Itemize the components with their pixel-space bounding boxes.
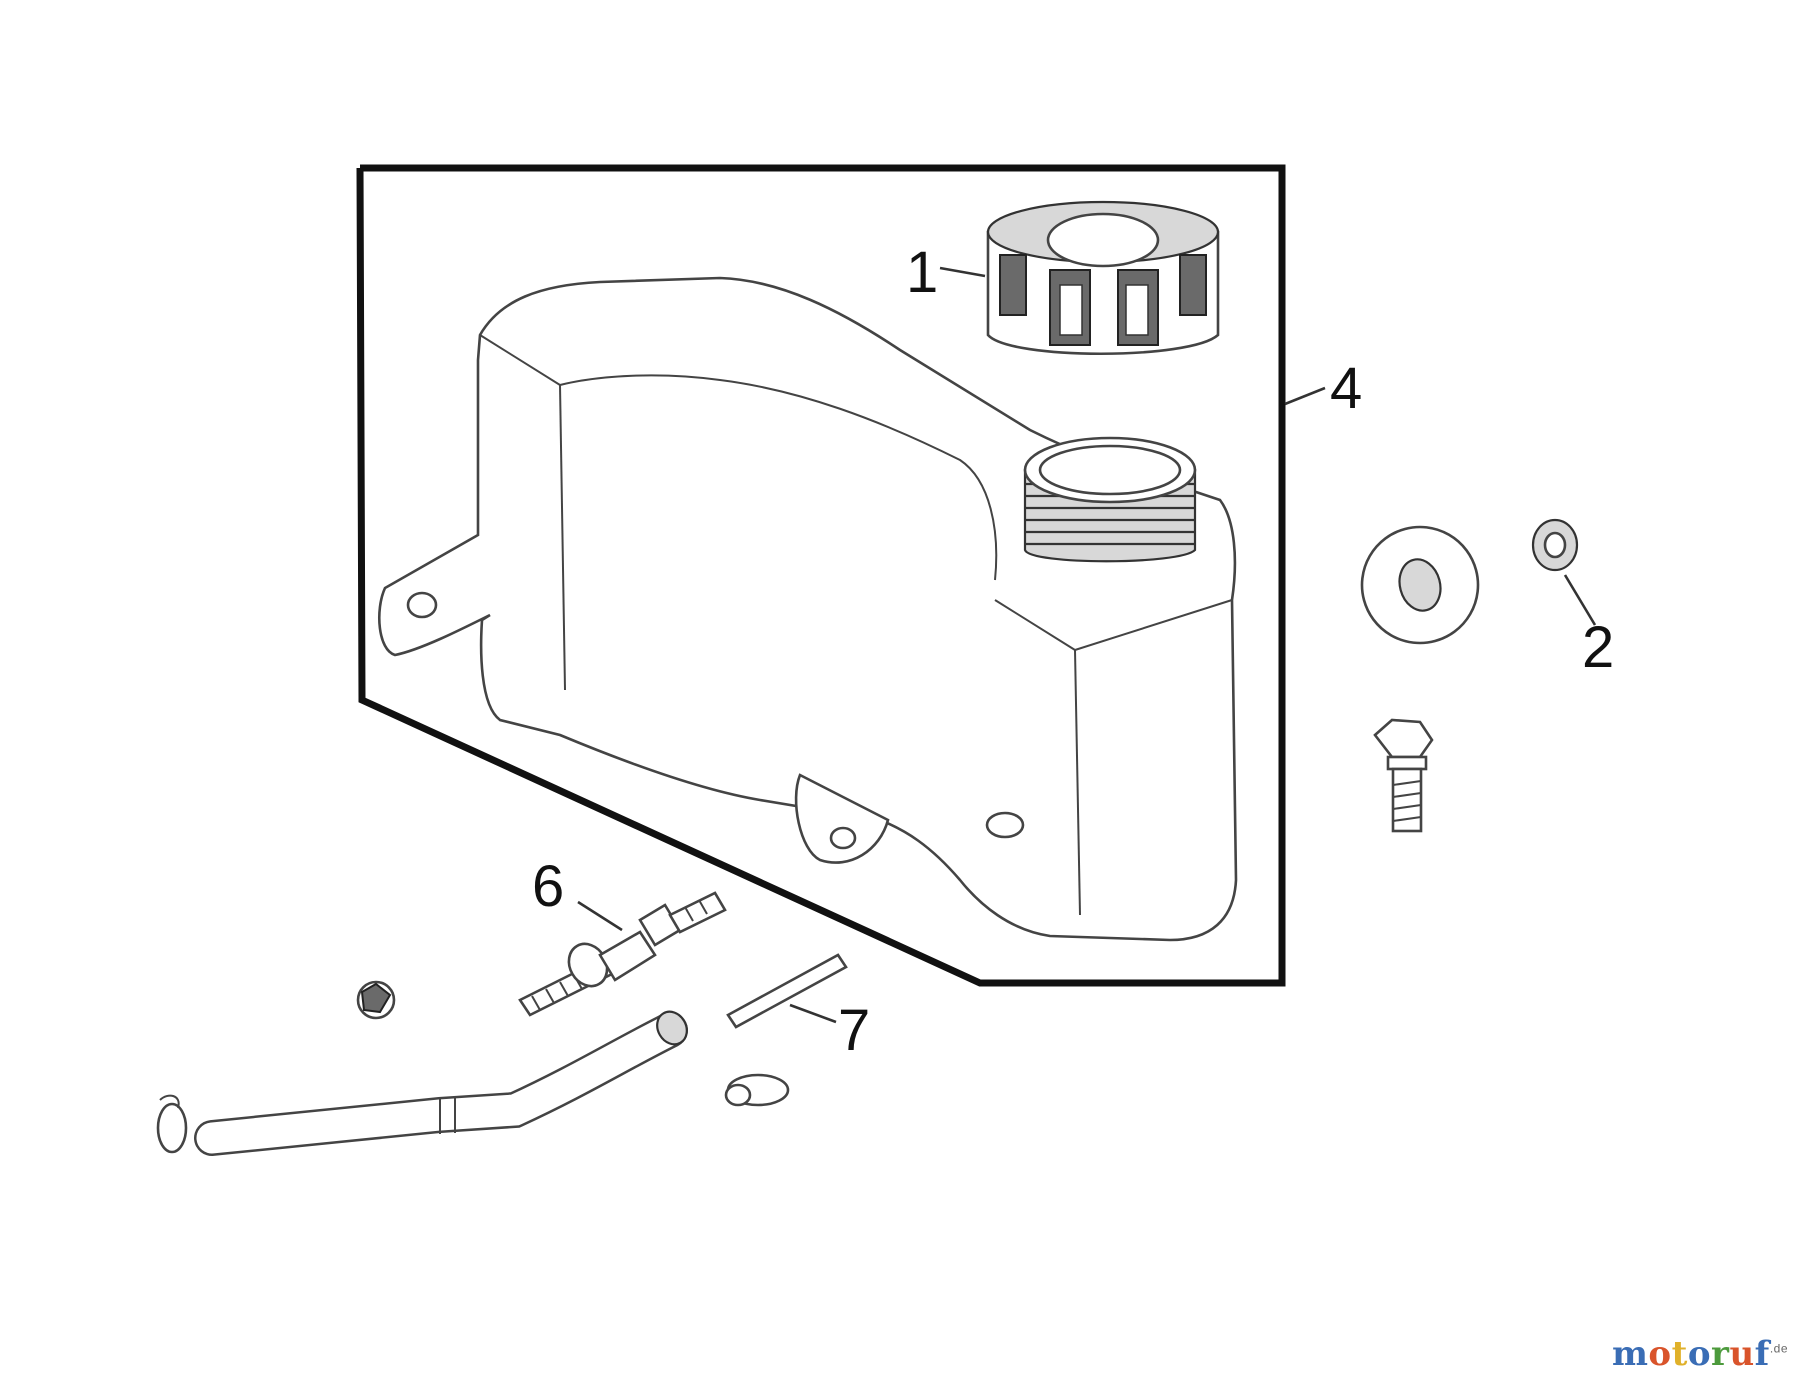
leader-7 bbox=[789, 1003, 837, 1024]
leader-1 bbox=[939, 266, 986, 278]
watermark-logo: motoruf.de bbox=[1611, 1334, 1788, 1374]
callout-4: 4 bbox=[1330, 356, 1362, 421]
leader-6 bbox=[577, 900, 623, 932]
hose-clip-left[interactable] bbox=[156, 1094, 188, 1154]
clamp-small[interactable] bbox=[356, 980, 396, 1020]
callout-7: 7 bbox=[838, 998, 870, 1063]
watermark-letter: m bbox=[1611, 1334, 1649, 1374]
fuel-tank[interactable] bbox=[378, 276, 1238, 942]
watermark-letter: f bbox=[1754, 1334, 1770, 1374]
watermark-letter: u bbox=[1729, 1334, 1755, 1374]
watermark-letter: o bbox=[1648, 1334, 1672, 1374]
bolt[interactable] bbox=[1373, 718, 1434, 833]
callout-1: 1 bbox=[906, 240, 938, 305]
watermark-letter: r bbox=[1711, 1334, 1730, 1374]
grommet[interactable] bbox=[1531, 518, 1579, 572]
leader-4 bbox=[1284, 386, 1326, 406]
leader-2 bbox=[1563, 574, 1597, 626]
hose-clip-right[interactable] bbox=[724, 1073, 790, 1107]
fuel-fitting[interactable] bbox=[518, 891, 727, 1017]
watermark-letter: t bbox=[1671, 1334, 1688, 1374]
callout-6: 6 bbox=[532, 854, 564, 919]
fuel-cap[interactable] bbox=[986, 200, 1220, 356]
assembly-frame bbox=[356, 164, 1286, 987]
pin[interactable] bbox=[726, 953, 848, 1029]
watermark-letter: o bbox=[1687, 1334, 1712, 1374]
washer[interactable] bbox=[1349, 514, 1491, 656]
fuel-hose[interactable] bbox=[194, 1006, 693, 1156]
callout-2: 2 bbox=[1582, 615, 1614, 680]
